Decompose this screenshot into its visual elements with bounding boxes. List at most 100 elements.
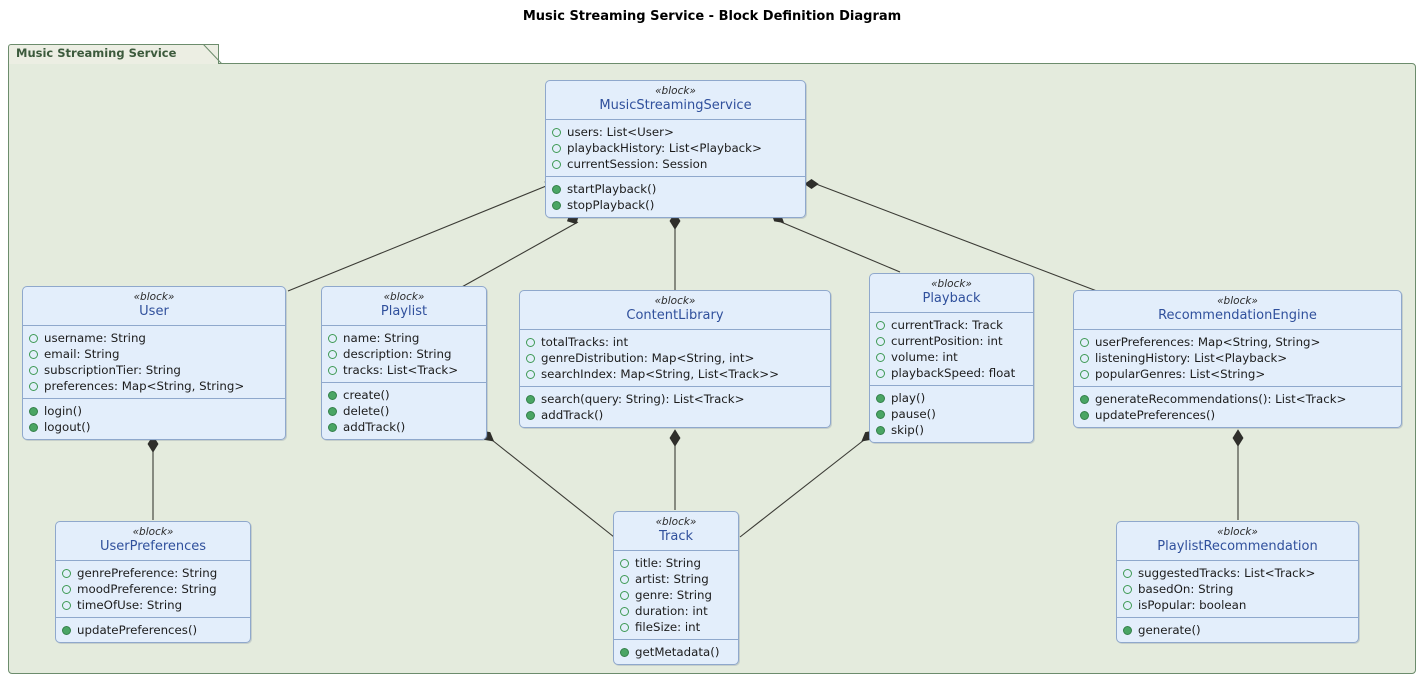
attribute-marker-icon — [1080, 337, 1089, 347]
operation-label: play() — [891, 391, 926, 405]
attribute-marker-icon — [1123, 568, 1132, 578]
attribute-label: title: String — [635, 556, 701, 570]
attribute-row: isPopular: boolean — [1123, 597, 1352, 613]
attribute-label: playbackHistory: List<Playback> — [567, 141, 762, 155]
operation-label: stopPlayback() — [567, 198, 655, 212]
block-operations: getMetadata() — [614, 640, 738, 664]
attribute-marker-icon — [29, 365, 38, 375]
attribute-row: duration: int — [620, 603, 732, 619]
attribute-label: genre: String — [635, 588, 713, 602]
block-operations: search(query: String): List<Track> addTr… — [520, 387, 830, 427]
block-attributes: currentTrack: Track currentPosition: int… — [870, 313, 1033, 386]
operation-row: updatePreferences() — [1080, 407, 1395, 423]
block-playback[interactable]: «block» Playback currentTrack: Track cur… — [869, 273, 1034, 443]
block-attributes: userPreferences: Map<String, String> lis… — [1074, 330, 1401, 387]
attribute-marker-icon — [620, 574, 629, 584]
attribute-label: currentTrack: Track — [891, 318, 1004, 332]
operation-marker-icon — [552, 200, 561, 210]
attribute-row: currentPosition: int — [876, 333, 1027, 349]
attribute-marker-icon — [620, 590, 629, 600]
operation-row: stopPlayback() — [552, 197, 799, 213]
block-name: UserPreferences — [99, 539, 207, 554]
attribute-label: userPreferences: Map<String, String> — [1095, 335, 1321, 349]
attribute-row: timeOfUse: String — [62, 597, 244, 613]
operation-row: logout() — [29, 419, 279, 435]
attribute-label: users: List<User> — [567, 125, 674, 139]
attribute-label: listeningHistory: List<Playback> — [1095, 351, 1288, 365]
block-attributes: name: String description: String tracks:… — [322, 326, 486, 383]
attribute-label: artist: String — [635, 572, 709, 586]
block-playlistrecommendation[interactable]: «block» PlaylistRecommendation suggested… — [1116, 521, 1359, 643]
operation-label: pause() — [891, 407, 936, 421]
attribute-marker-icon — [876, 320, 885, 330]
block-attributes: totalTracks: int genreDistribution: Map<… — [520, 330, 830, 387]
block-user[interactable]: «block» User username: String email: Str… — [22, 286, 286, 440]
block-stereotype: «block» — [655, 516, 697, 528]
attribute-label: isPopular: boolean — [1138, 598, 1247, 612]
attribute-label: description: String — [343, 347, 452, 361]
attribute-marker-icon — [1080, 353, 1089, 363]
operation-label: skip() — [891, 423, 924, 437]
operation-row: pause() — [876, 406, 1027, 422]
block-userpreferences[interactable]: «block» UserPreferences genrePreference:… — [55, 521, 251, 643]
attribute-label: currentSession: Session — [567, 157, 708, 171]
block-playlist[interactable]: «block» Playlist name: String descriptio… — [321, 286, 487, 440]
attribute-row: genreDistribution: Map<String, int> — [526, 350, 824, 366]
block-musicstreamingservice[interactable]: «block» MusicStreamingService users: Lis… — [545, 80, 806, 218]
block-operations: login() logout() — [23, 399, 285, 439]
block-attributes: suggestedTracks: List<Track> basedOn: St… — [1117, 561, 1358, 618]
attribute-label: genreDistribution: Map<String, int> — [541, 351, 755, 365]
operation-row: generateRecommendations(): List<Track> — [1080, 391, 1395, 407]
operation-marker-icon — [328, 406, 337, 416]
operation-marker-icon — [328, 422, 337, 432]
block-operations: generate() — [1117, 618, 1358, 642]
attribute-row: volume: int — [876, 349, 1027, 365]
operation-row: addTrack() — [526, 407, 824, 423]
block-contentlibrary[interactable]: «block» ContentLibrary totalTracks: int … — [519, 290, 831, 428]
attribute-label: duration: int — [635, 604, 708, 618]
attribute-row: moodPreference: String — [62, 581, 244, 597]
attribute-label: searchIndex: Map<String, List<Track>> — [541, 367, 780, 381]
attribute-label: totalTracks: int — [541, 335, 629, 349]
block-recommendationengine[interactable]: «block» RecommendationEngine userPrefere… — [1073, 290, 1402, 428]
block-track[interactable]: «block» Track title: String artist: Stri… — [613, 511, 739, 665]
operation-marker-icon — [620, 647, 629, 657]
operation-marker-icon — [526, 410, 535, 420]
block-stereotype: «block» — [931, 278, 972, 290]
operation-label: addTrack() — [541, 408, 604, 422]
block-header: «block» Track — [614, 512, 738, 551]
attribute-marker-icon — [620, 622, 629, 632]
operation-label: addTrack() — [343, 420, 406, 434]
attribute-row: email: String — [29, 346, 279, 362]
attribute-row: users: List<User> — [552, 124, 799, 140]
attribute-marker-icon — [876, 368, 885, 378]
attribute-marker-icon — [552, 159, 561, 169]
attribute-marker-icon — [29, 333, 38, 343]
attribute-row: totalTracks: int — [526, 334, 824, 350]
operation-marker-icon — [1123, 625, 1132, 635]
attribute-row: artist: String — [620, 571, 732, 587]
block-header: «block» Playback — [870, 274, 1033, 313]
attribute-row: title: String — [620, 555, 732, 571]
operation-label: updatePreferences() — [1095, 408, 1216, 422]
attribute-marker-icon — [620, 558, 629, 568]
attribute-label: fileSize: int — [635, 620, 701, 634]
attribute-label: suggestedTracks: List<Track> — [1138, 566, 1316, 580]
operation-row: updatePreferences() — [62, 622, 244, 638]
attribute-marker-icon — [526, 369, 535, 379]
package-label: Music Streaming Service — [16, 46, 177, 60]
attribute-label: basedOn: String — [1138, 582, 1234, 596]
attribute-marker-icon — [29, 381, 38, 391]
attribute-label: email: String — [44, 347, 120, 361]
attribute-marker-icon — [526, 337, 535, 347]
attribute-row: suggestedTracks: List<Track> — [1123, 565, 1352, 581]
attribute-row: playbackSpeed: float — [876, 365, 1027, 381]
attribute-marker-icon — [62, 568, 71, 578]
block-name: PlaylistRecommendation — [1157, 539, 1318, 554]
block-attributes: username: String email: String subscript… — [23, 326, 285, 399]
attribute-marker-icon — [1123, 600, 1132, 610]
attribute-label: preferences: Map<String, String> — [44, 379, 245, 393]
attribute-marker-icon — [328, 365, 337, 375]
block-header: «block» Playlist — [322, 287, 486, 326]
